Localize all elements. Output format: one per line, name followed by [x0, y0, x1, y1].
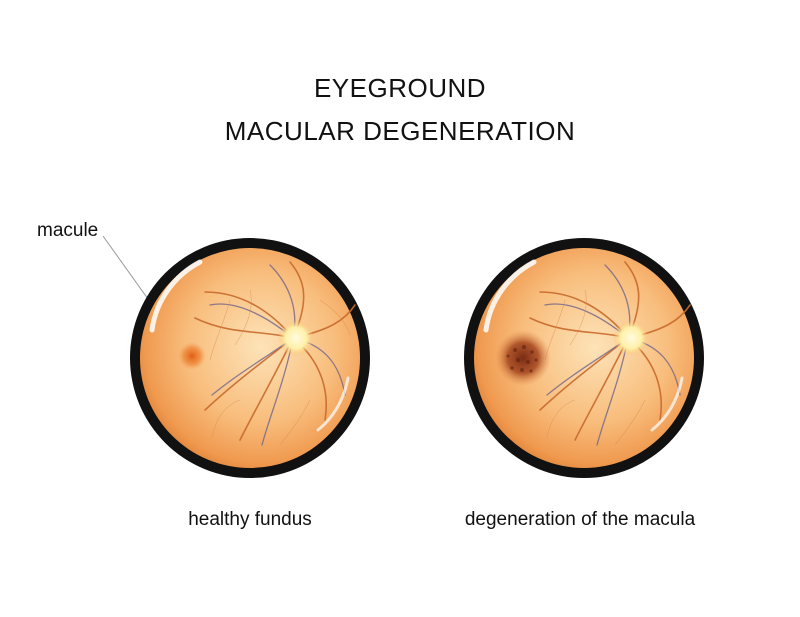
- caption-healthy-fundus: healthy fundus: [188, 509, 312, 530]
- degenerated-fundus: [464, 238, 704, 478]
- macule-label: macule: [37, 220, 99, 241]
- caption-degeneration-of-macula: degeneration of the macula: [464, 509, 696, 530]
- healthy-fundus: [130, 238, 370, 478]
- title-line-1: EYEGROUND: [313, 73, 487, 103]
- degenerated-macula: [495, 330, 551, 386]
- title-line-2: MACULAR DEGENERATION: [224, 116, 576, 146]
- healthy-macula: [178, 342, 206, 370]
